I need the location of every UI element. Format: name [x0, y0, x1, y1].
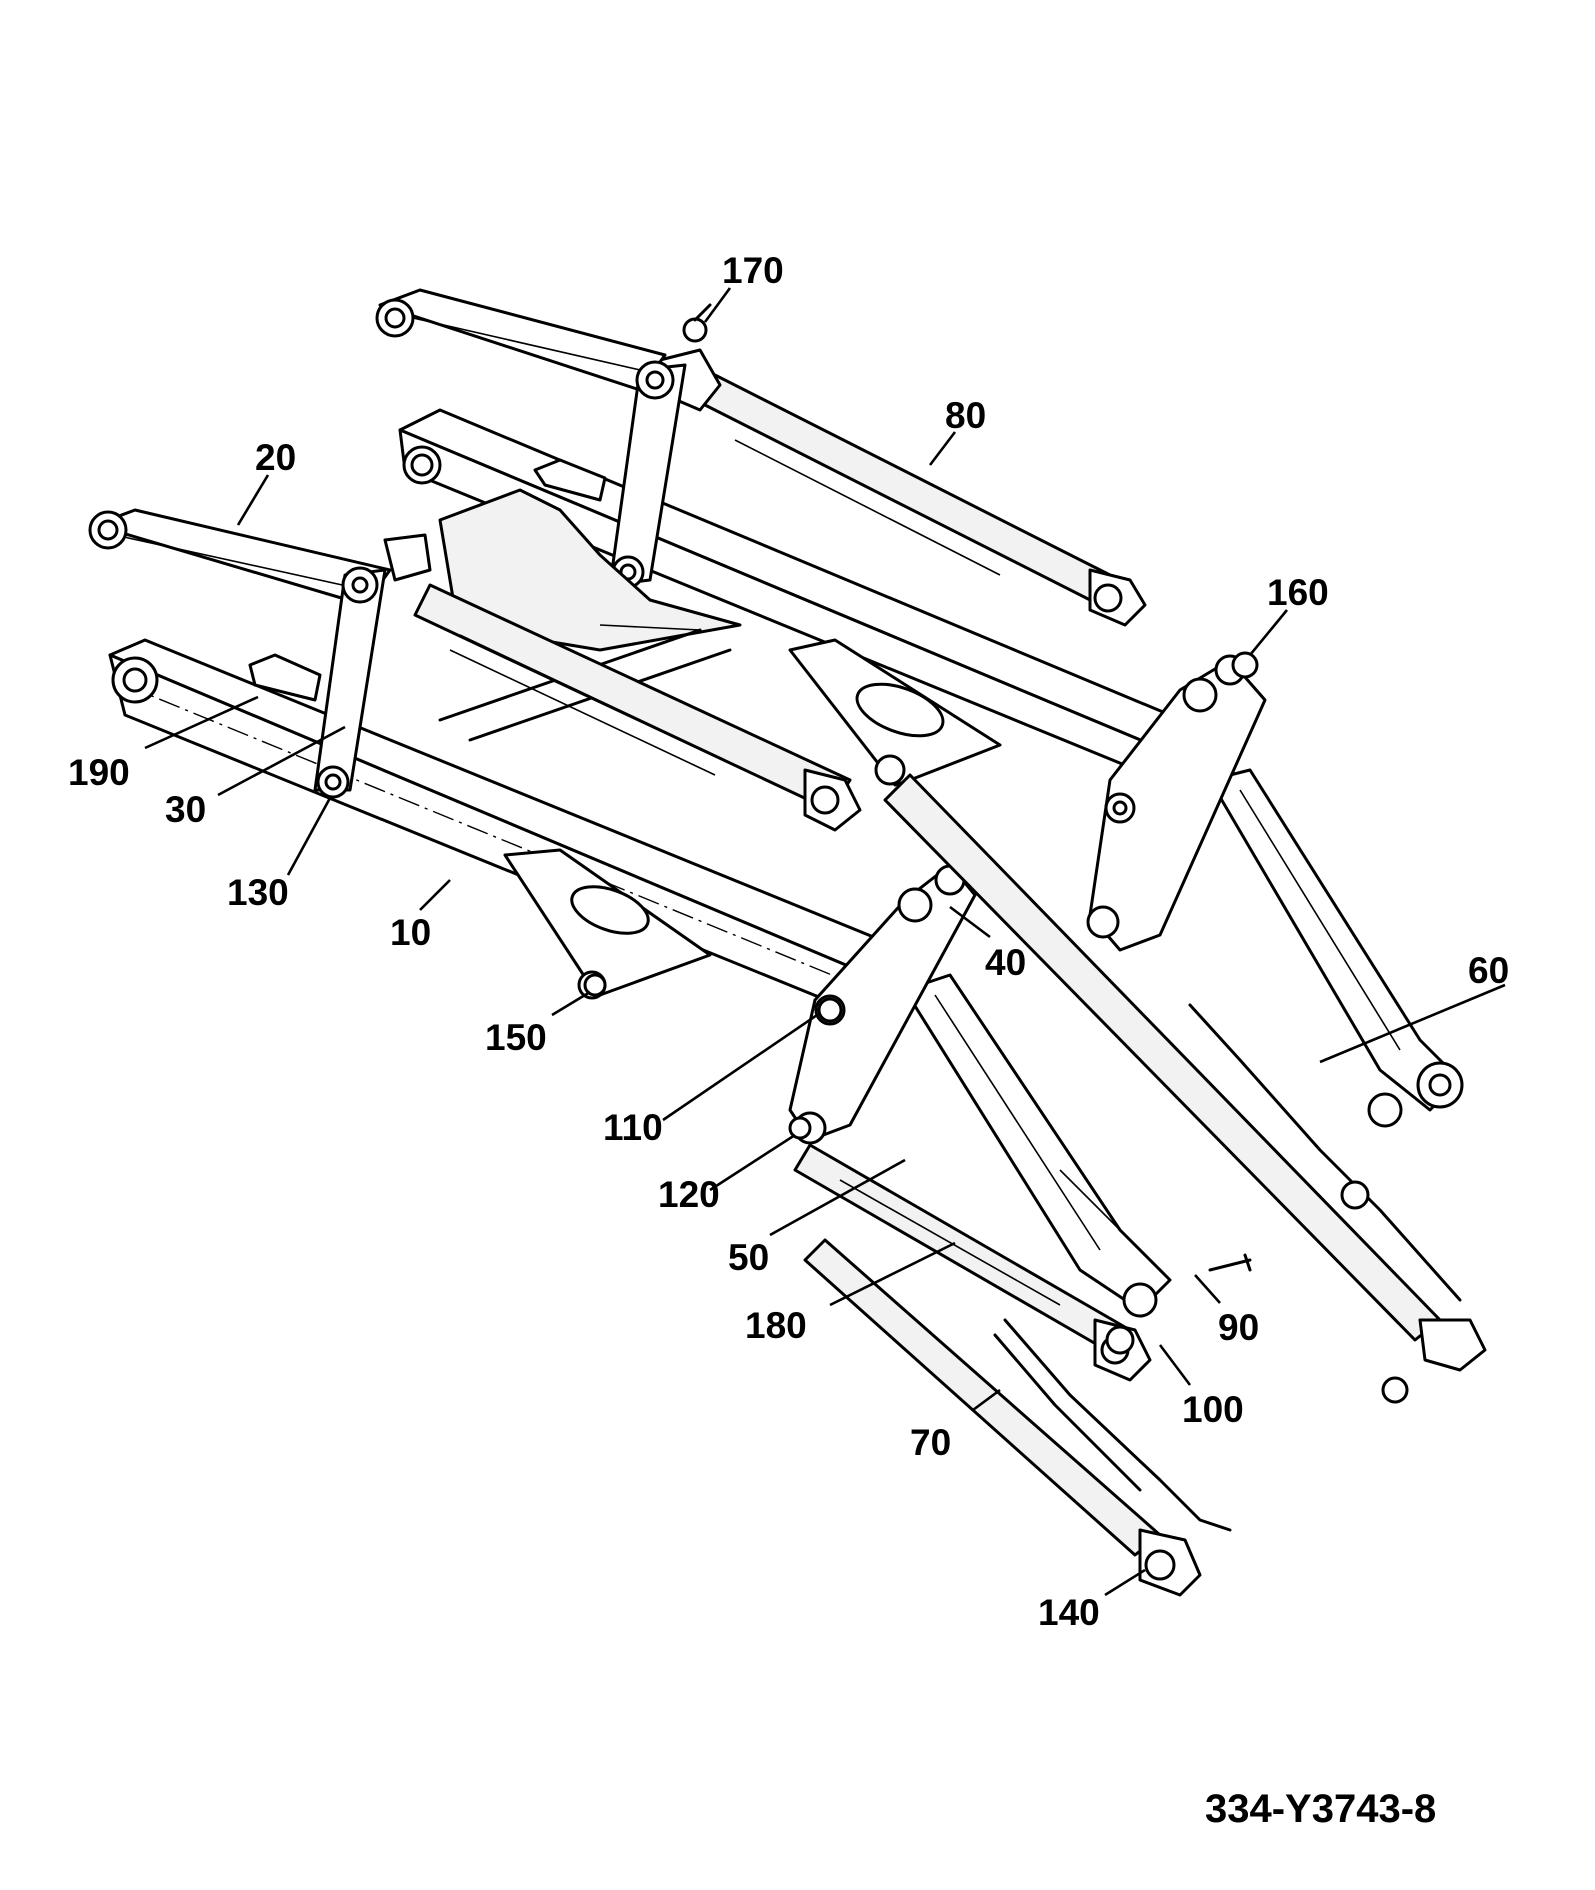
- callout-30: 30: [165, 789, 206, 830]
- tilt-rams: [793, 773, 1487, 1597]
- callout-100: 100: [1182, 1389, 1244, 1430]
- callout-60: 60: [1468, 950, 1509, 991]
- callout-140: 140: [1038, 1592, 1100, 1633]
- callouts: 170 80 20 160 190 30 130 10 40 60 150 11…: [68, 250, 1509, 1633]
- rear-upper-link: [375, 288, 712, 589]
- callout-20: 20: [255, 437, 296, 478]
- callout-50: 50: [728, 1237, 769, 1278]
- drawing-reference-code: 334-Y3743-8: [1205, 1787, 1436, 1831]
- front-loader-arm: [108, 638, 1172, 1312]
- callout-90: 90: [1218, 1307, 1259, 1348]
- callout-10: 10: [390, 912, 431, 953]
- callout-180: 180: [745, 1305, 807, 1346]
- callout-170: 170: [722, 250, 784, 291]
- front-upper-link: [88, 508, 432, 799]
- pins-and-bushes: [583, 973, 1403, 1355]
- callout-110: 110: [603, 1107, 663, 1148]
- callout-150: 150: [485, 1017, 547, 1058]
- callout-190: 190: [68, 752, 130, 793]
- callout-120: 120: [658, 1174, 720, 1215]
- front-lift-cylinder: [413, 583, 862, 832]
- callout-70: 70: [910, 1422, 951, 1463]
- leader-lines: [144, 287, 1506, 1597]
- rear-loader-arm: [398, 408, 1464, 1112]
- callout-80: 80: [945, 395, 986, 436]
- callout-40: 40: [985, 942, 1026, 983]
- callout-130: 130: [227, 872, 289, 913]
- callout-160: 160: [1267, 572, 1329, 613]
